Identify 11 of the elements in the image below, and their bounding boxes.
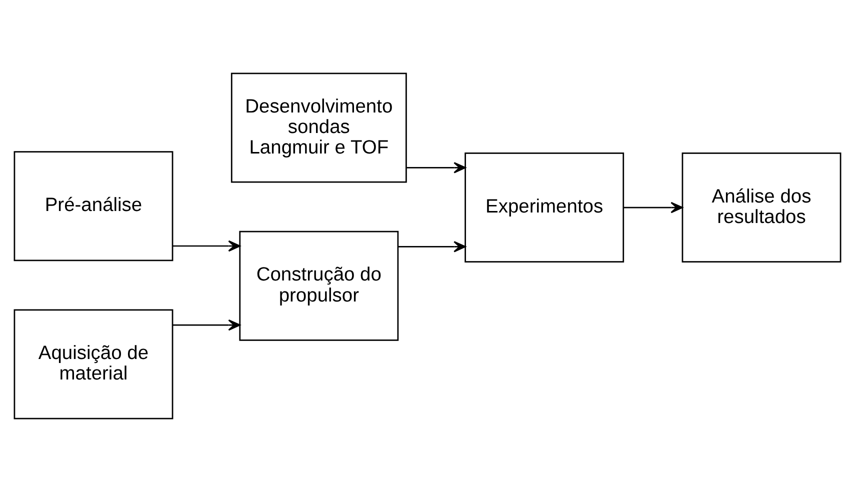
arrow — [172, 319, 240, 331]
arrow — [398, 241, 466, 252]
node-box: Construção do propulsor — [239, 230, 399, 341]
node-box: Aquisição de material — [14, 309, 174, 420]
arrow — [624, 202, 683, 214]
arrow — [172, 240, 240, 252]
node-box: Análise dos resultados — [682, 152, 842, 262]
node-box: Desenvolvimento sondas Langmuir e TOF — [230, 72, 407, 183]
node-box: Pré-análise — [14, 151, 174, 262]
arrow — [406, 162, 466, 174]
node-box: Experimentos — [464, 152, 624, 262]
